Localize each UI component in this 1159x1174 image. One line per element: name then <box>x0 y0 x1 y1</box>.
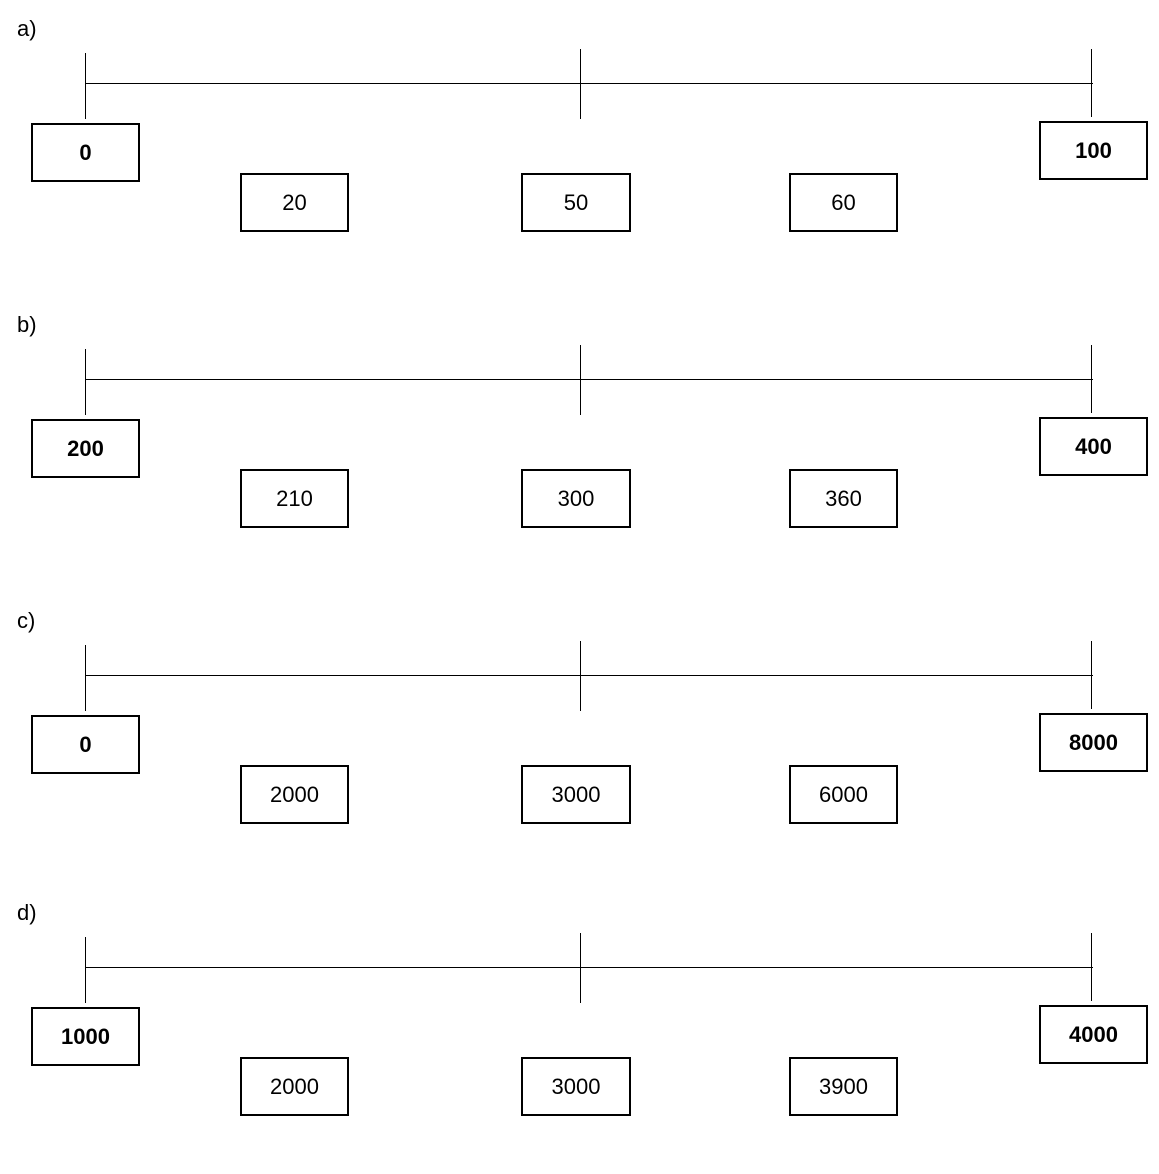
option-box-2[interactable]: 50 <box>521 173 631 232</box>
option-box-1[interactable]: 2000 <box>240 765 349 824</box>
end-value-box: 8000 <box>1039 713 1148 772</box>
option-box-3[interactable]: 3900 <box>789 1057 898 1116</box>
option-box-2[interactable]: 3000 <box>521 765 631 824</box>
middle-tick <box>580 933 581 1003</box>
option-box-3[interactable]: 6000 <box>789 765 898 824</box>
start-value-box: 200 <box>31 419 140 478</box>
start-tick <box>85 937 86 1003</box>
end-tick <box>1091 933 1092 1001</box>
option-box-2[interactable]: 300 <box>521 469 631 528</box>
number-line-section-d: d) 1000 4000 2000 3000 3900 <box>0 884 1159 1174</box>
start-tick <box>85 645 86 711</box>
number-line <box>86 83 1093 84</box>
option-box-3[interactable]: 360 <box>789 469 898 528</box>
number-line-section-c: c) 0 8000 2000 3000 6000 <box>0 592 1159 882</box>
start-value-box: 0 <box>31 123 140 182</box>
section-label: a) <box>17 16 37 41</box>
start-tick <box>85 53 86 119</box>
option-box-1[interactable]: 2000 <box>240 1057 349 1116</box>
number-line-section-b: b) 200 400 210 300 360 <box>0 296 1159 586</box>
start-value-box: 0 <box>31 715 140 774</box>
number-line <box>86 967 1093 968</box>
number-line <box>86 379 1093 380</box>
number-line <box>86 675 1093 676</box>
option-box-1[interactable]: 210 <box>240 469 349 528</box>
number-line-section-a: a) 0 100 20 50 60 <box>0 0 1159 290</box>
section-label: d) <box>17 900 37 925</box>
end-value-box: 400 <box>1039 417 1148 476</box>
option-box-1[interactable]: 20 <box>240 173 349 232</box>
start-value-box: 1000 <box>31 1007 140 1066</box>
end-tick <box>1091 641 1092 709</box>
middle-tick <box>580 345 581 415</box>
option-box-3[interactable]: 60 <box>789 173 898 232</box>
option-box-2[interactable]: 3000 <box>521 1057 631 1116</box>
section-label: c) <box>17 608 36 633</box>
start-tick <box>85 349 86 415</box>
section-label: b) <box>17 312 37 337</box>
end-value-box: 100 <box>1039 121 1148 180</box>
end-tick <box>1091 49 1092 117</box>
end-tick <box>1091 345 1092 413</box>
middle-tick <box>580 641 581 711</box>
end-value-box: 4000 <box>1039 1005 1148 1064</box>
middle-tick <box>580 49 581 119</box>
